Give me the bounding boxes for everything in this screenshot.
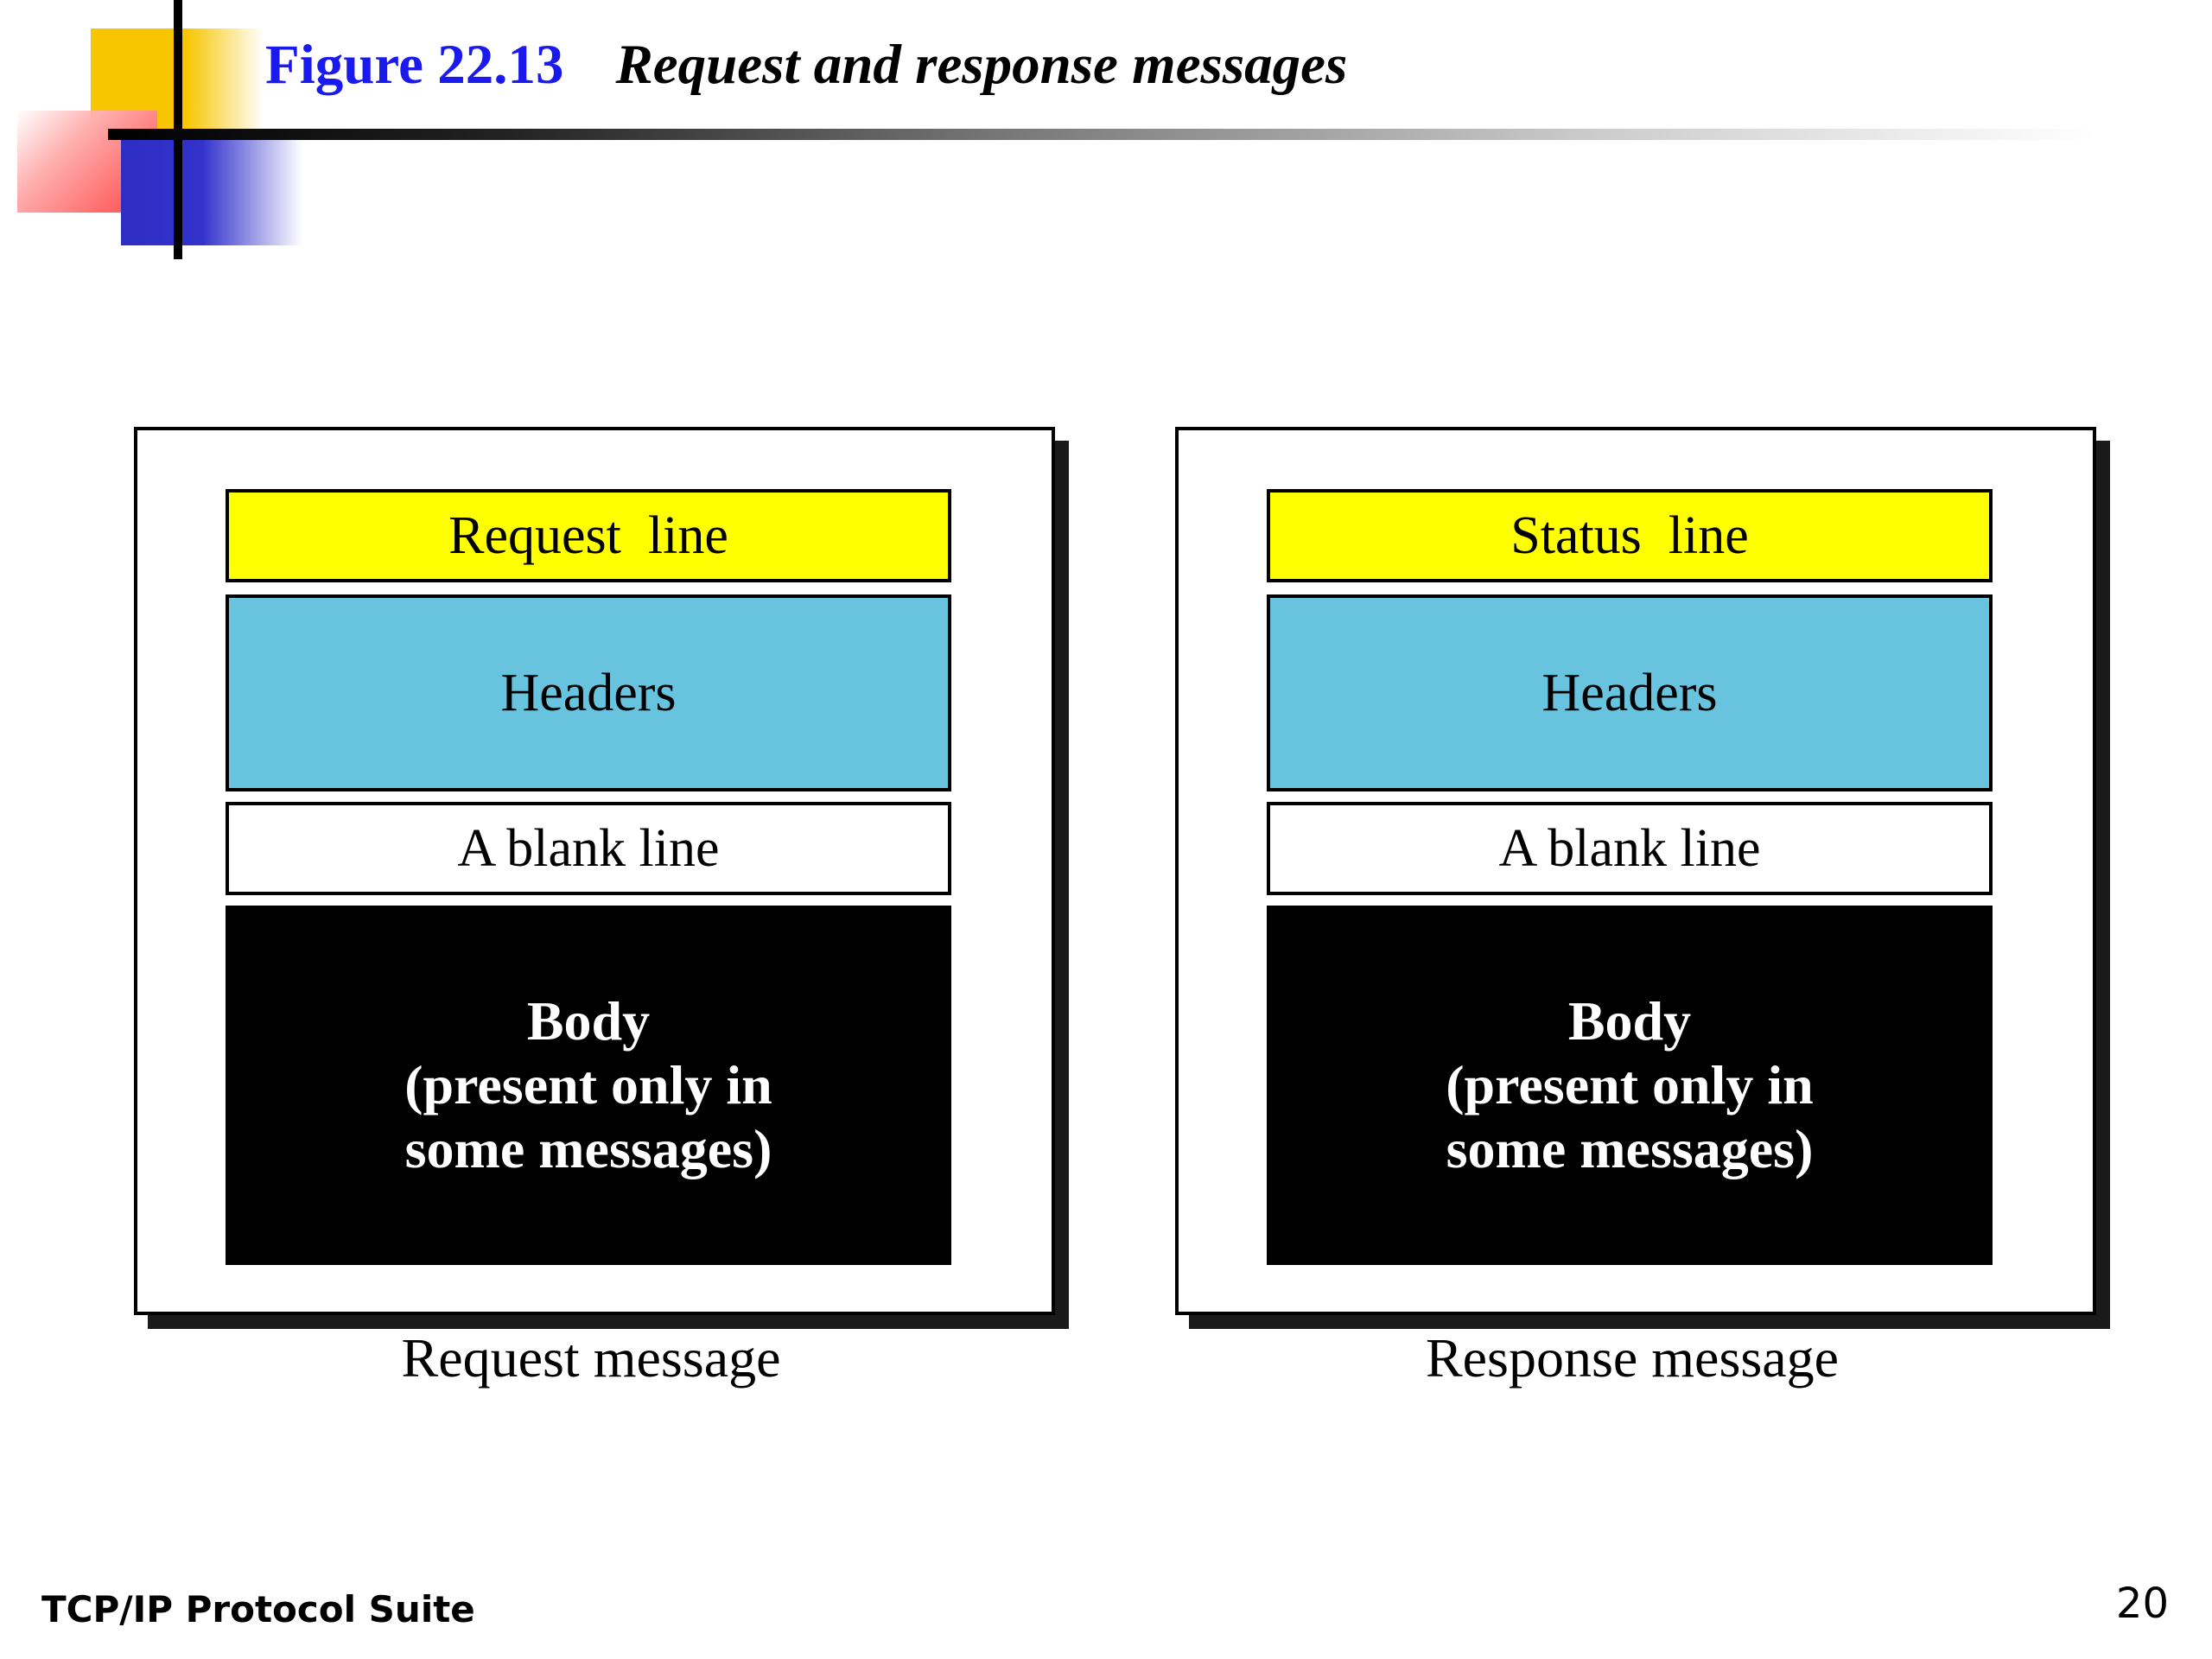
figure-caption: Request and response messages <box>615 34 1348 96</box>
request-body-line: Body <box>526 990 651 1052</box>
request-blank-line-label: A blank line <box>457 818 720 878</box>
response-body-line: some messages) <box>1446 1118 1814 1179</box>
response-message-caption: Response message <box>1425 1327 1840 1389</box>
page-number: 20 <box>2115 1580 2169 1628</box>
corner-ornament-blue <box>121 137 302 245</box>
response-headers-block: Headers <box>1267 594 1993 791</box>
title-underline <box>108 129 2095 140</box>
request-line-label: Request line <box>448 505 728 565</box>
request-headers-block: Headers <box>226 594 951 791</box>
slide-title: Figure 22.13 Request and response message… <box>265 33 1347 98</box>
request-line-block: Request line <box>226 489 951 582</box>
response-body-block: Body (present only in some messages) <box>1267 906 1993 1265</box>
footer-course-title: TCP/IP Protocol Suite <box>41 1588 475 1630</box>
request-body-line: (present only in <box>404 1054 772 1116</box>
response-body-line: Body <box>1567 990 1692 1052</box>
response-message-panel: Status line Headers A blank line Body (p… <box>1175 427 2096 1315</box>
response-blank-line-block: A blank line <box>1267 802 1993 895</box>
response-headers-label: Headers <box>1541 663 1718 722</box>
request-body-block: Body (present only in some messages) <box>226 906 951 1265</box>
status-line-block: Status line <box>1267 489 1993 582</box>
request-message-panel: Request line Headers A blank line Body (… <box>134 427 1055 1315</box>
figure-number: Figure 22.13 <box>265 34 564 96</box>
request-body-line: some messages) <box>404 1118 772 1179</box>
response-blank-line-label: A blank line <box>1498 818 1761 878</box>
request-headers-label: Headers <box>500 663 677 722</box>
status-line-label: Status line <box>1510 505 1749 565</box>
request-message-caption: Request message <box>401 1327 781 1389</box>
response-body-line: (present only in <box>1446 1054 1814 1116</box>
request-blank-line-block: A blank line <box>226 802 951 895</box>
